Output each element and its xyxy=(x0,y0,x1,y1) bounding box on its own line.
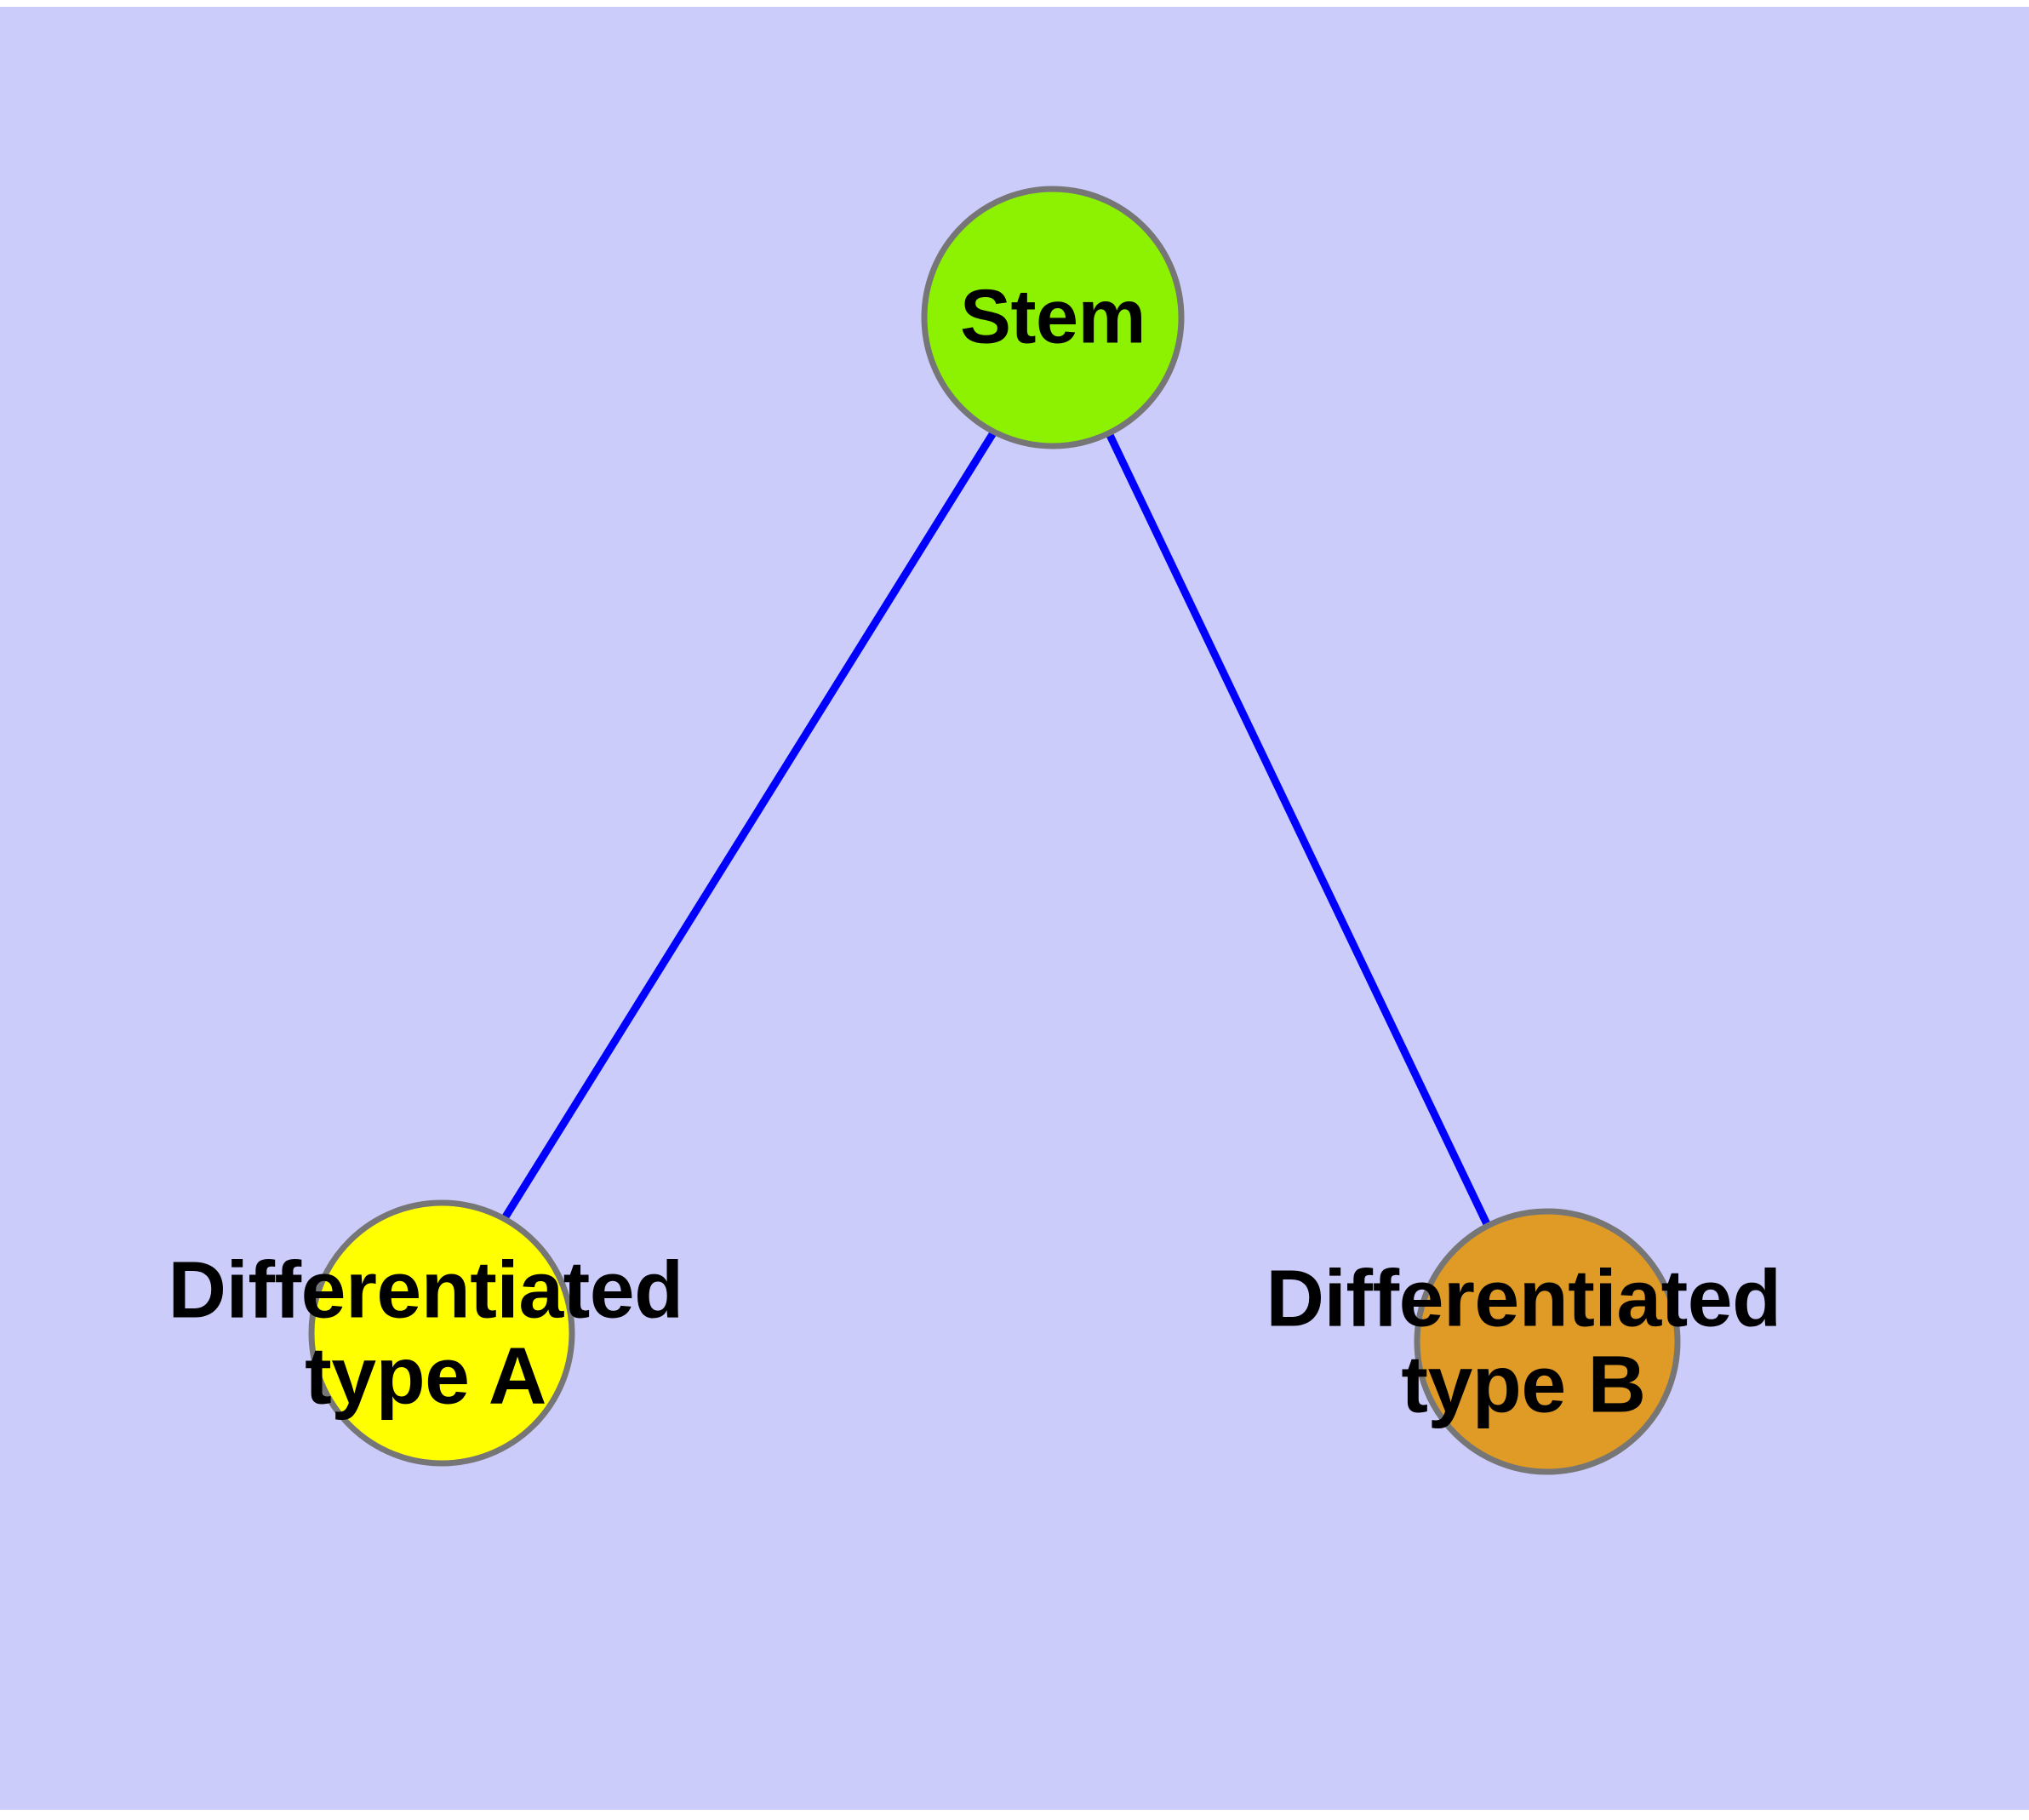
edge-stem-to-type-a[interactable] xyxy=(497,429,997,1228)
node-layer xyxy=(308,186,1681,1475)
node-differentiated-type-a[interactable] xyxy=(308,1199,575,1467)
node-differentiated-type-b[interactable] xyxy=(1414,1208,1681,1475)
node-stem[interactable] xyxy=(921,186,1185,449)
edge-stem-to-type-b[interactable] xyxy=(1105,432,1492,1228)
edge-layer xyxy=(497,429,1492,1228)
